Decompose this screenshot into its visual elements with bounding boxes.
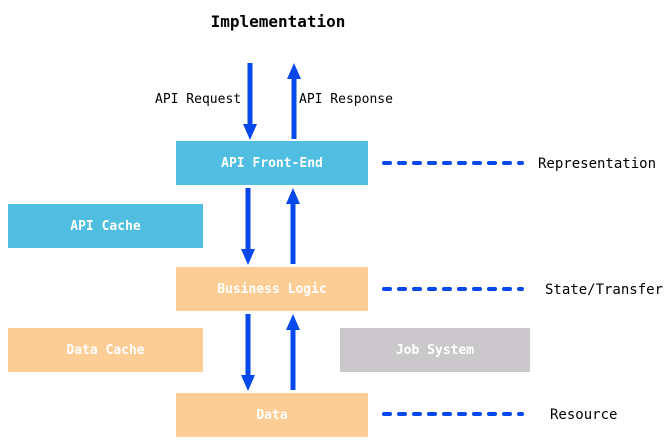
resource-annotation: Resource — [550, 407, 618, 423]
business-to-data-arrow — [241, 314, 255, 391]
data-cache-box: Data Cache — [8, 328, 203, 372]
api-front-end-label: API Front-End — [221, 155, 323, 171]
data-label: Data — [256, 407, 288, 423]
frontend-to-business-arrow — [241, 188, 255, 265]
business-to-frontend-arrow — [286, 188, 300, 264]
api-cache-label: API Cache — [70, 218, 141, 234]
representation-annotation: Representation — [538, 156, 657, 172]
job-system-label: Job System — [395, 342, 475, 358]
api-response-label: API Response — [299, 92, 393, 107]
api-request-arrow — [243, 63, 257, 140]
data-to-business-arrow — [286, 314, 300, 390]
diagram-title: Implementation — [210, 12, 346, 31]
business-logic-box: Business Logic — [176, 267, 368, 311]
api-response-arrow — [287, 63, 301, 139]
state-transfer-annotation: State/Transfer — [545, 282, 664, 298]
business-logic-label: Business Logic — [217, 281, 327, 297]
api-front-end-box: API Front-End — [176, 141, 368, 185]
data-box: Data — [176, 393, 368, 437]
job-system-box: Job System — [340, 328, 530, 372]
api-request-label: API Request — [155, 92, 242, 107]
api-cache-box: API Cache — [8, 204, 203, 248]
data-cache-label: Data Cache — [66, 342, 145, 358]
